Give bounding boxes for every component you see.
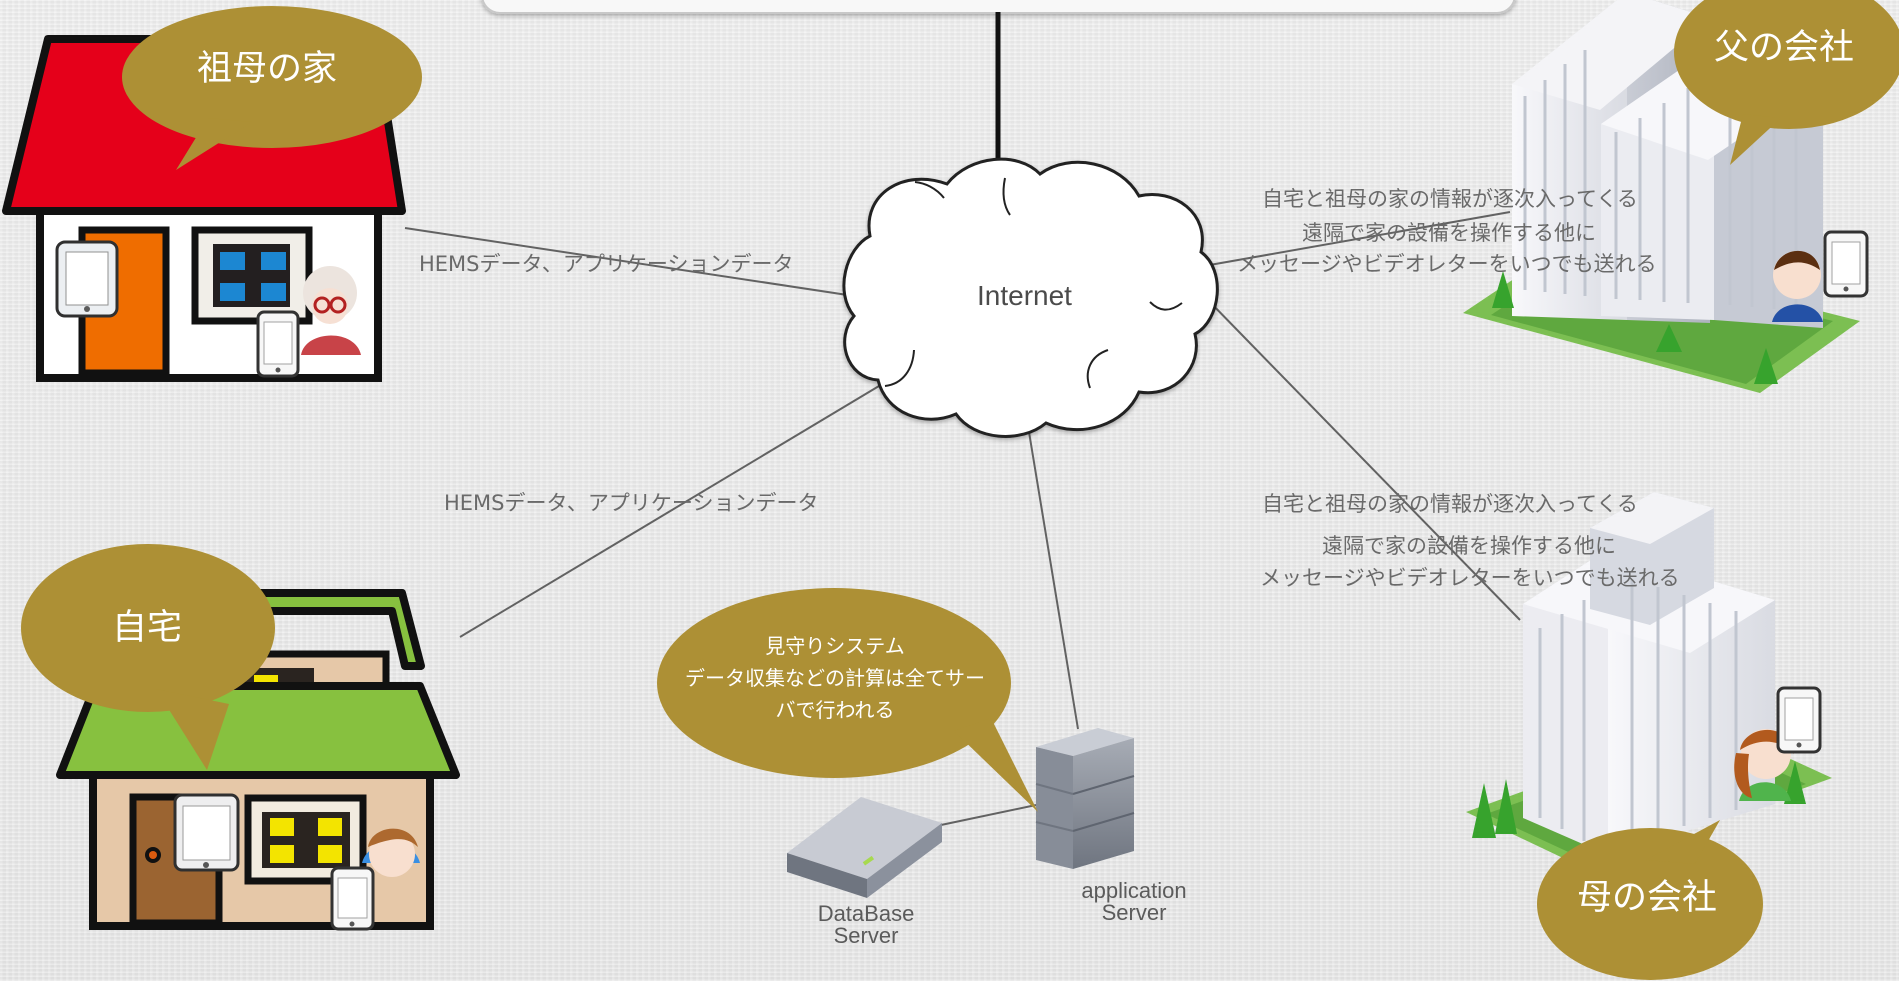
watch-system-line-2: データ収集などの計算は全てサー [685, 666, 985, 690]
database-server-icon [787, 797, 942, 898]
internet-label: Internet [977, 280, 1072, 311]
mother-edge-label-line-3: メッセージやビデオレターをいつでも送れる [1260, 566, 1680, 590]
application-server-label-line-1: application [1081, 878, 1187, 903]
application-server-label-line-2: Server [1101, 900, 1167, 925]
database-server-label-line-2: Server [833, 923, 899, 948]
database-connection-line [940, 804, 1037, 826]
mother-edge-label-line-1: 自宅と祖母の家の情報が逐次入ってくる [1262, 492, 1638, 516]
tablet-icon [1823, 230, 1869, 298]
mother-speech-bubble-icon [1537, 820, 1763, 980]
father-edge-label-line-3: メッセージやビデオレターをいつでも送れる [1237, 252, 1657, 276]
father-edge-label-line-1: 自宅と祖母の家の情報が逐次入ってくる [1262, 187, 1638, 211]
server-connection-line [1028, 431, 1079, 730]
grandmother-edge-label: HEMSデータ、アプリケーションデータ [419, 252, 794, 276]
watch-system-text: 見守りシステム データ収集などの計算は全てサー バで行われる [665, 630, 1005, 726]
mother-edge-label-line-2: 遠隔で家の設備を操作する他に [1322, 534, 1616, 558]
tablet-icon [330, 866, 375, 931]
home-connection-line [459, 382, 885, 638]
database-server-label: DataBase Server [809, 903, 923, 947]
grandmother-house-label: 祖母の家 [197, 49, 338, 89]
application-server-icon [1035, 728, 1135, 869]
tree-icon [1472, 761, 1806, 838]
father-speech-bubble-icon [1674, 0, 1899, 165]
home-label: 自宅 [112, 608, 183, 648]
mother-company-label: 母の会社 [1577, 878, 1718, 918]
tablet-icon [173, 793, 240, 872]
watch-system-line-1: 見守りシステム [765, 634, 905, 658]
tablet-icon [55, 240, 119, 318]
home-edge-label: HEMSデータ、アプリケーションデータ [444, 491, 819, 515]
father-company-label: 父の会社 [1714, 28, 1855, 68]
grandmother-speech-bubble-icon [122, 6, 422, 170]
tablet-icon [1776, 686, 1822, 754]
tablet-icon [256, 310, 300, 378]
father-edge-label-line-2: 遠隔で家の設備を操作する他に [1302, 221, 1596, 245]
database-server-label-line-1: DataBase [817, 901, 915, 926]
cloud-icon [842, 157, 1219, 438]
connection-lines [404, 12, 1521, 826]
application-server-label: application Server [1062, 880, 1206, 924]
person-icon [1772, 250, 1823, 322]
mother-company-building-icon [1466, 492, 1832, 868]
grandmother-connection-line [404, 227, 855, 297]
person-icon [362, 828, 420, 877]
mother-connection-line [1205, 297, 1521, 621]
tree-icon [1492, 271, 1778, 384]
top-frame [481, 0, 1516, 14]
home-speech-bubble-icon [21, 544, 275, 770]
person-icon [301, 266, 361, 355]
watch-system-speech-bubble-icon [657, 588, 1038, 812]
watch-system-line-3: バで行われる [775, 698, 895, 722]
father-connection-line [1203, 211, 1511, 267]
